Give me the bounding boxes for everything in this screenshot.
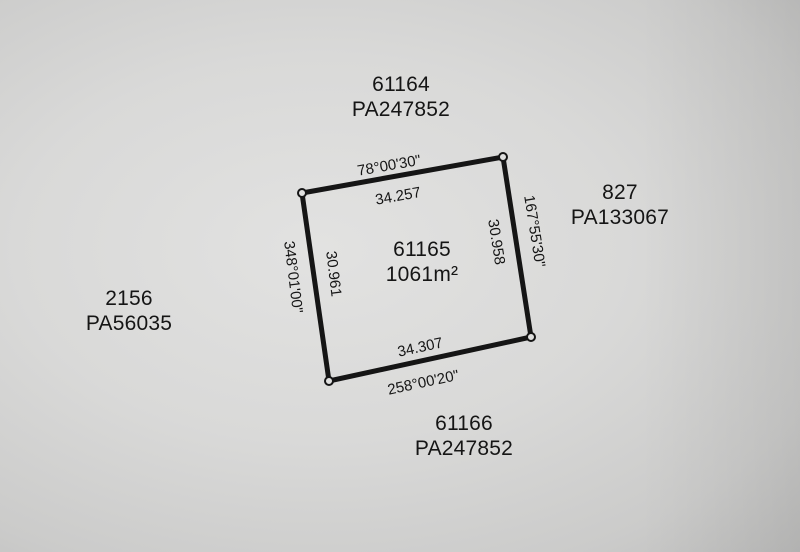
lot-number: 61166 <box>435 412 493 435</box>
lot-number: 2156 <box>105 287 153 310</box>
plan-number: PA133067 <box>570 206 670 229</box>
lot-number: 61164 <box>372 73 430 96</box>
lot-number: 827 <box>602 181 638 204</box>
plan-number: PA247852 <box>414 437 514 460</box>
adjoining-lot-east: 827 PA133067 <box>566 180 674 230</box>
plan-number: PA247852 <box>351 98 451 121</box>
adjoining-lot-west: 2156 PA56035 <box>73 286 185 336</box>
adjoining-lot-north: 61164 PA247852 <box>340 72 462 122</box>
subject-lot-area: 1061m² <box>385 263 459 286</box>
corner-marker-sw <box>324 376 334 386</box>
corner-marker-ne <box>498 152 508 162</box>
plan-number: PA56035 <box>85 312 173 335</box>
subject-lot-label: 61165 1061m² <box>372 237 472 287</box>
corner-marker-se <box>526 332 536 342</box>
subject-lot-number: 61165 <box>393 238 451 261</box>
adjoining-lot-south: 61166 PA247852 <box>403 411 525 461</box>
corner-marker-nw <box>297 188 307 198</box>
